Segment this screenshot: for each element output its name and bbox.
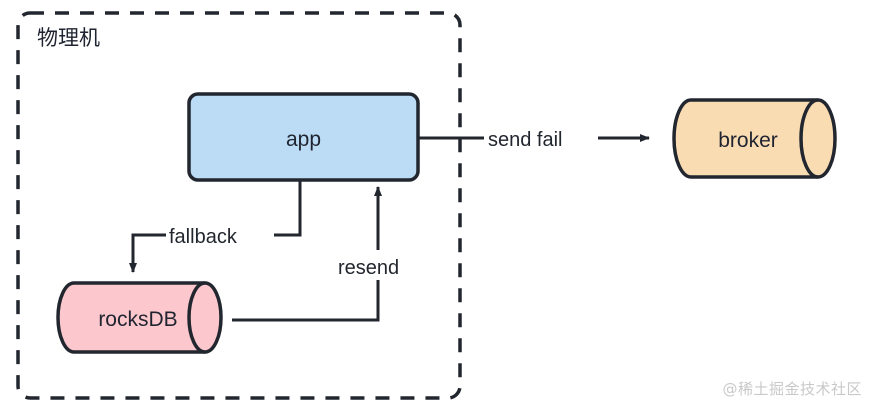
watermark: @稀土掘金技术社区 <box>722 380 862 398</box>
node-app-shape[interactable] <box>187 92 420 182</box>
node-broker-cap <box>799 98 819 179</box>
edge-fallback: fallback <box>129 180 302 273</box>
node-rocksdb[interactable]: rocksDB <box>56 281 223 354</box>
node-rocksdb-cap <box>187 281 206 354</box>
edge-fallback-label: fallback <box>169 226 238 248</box>
boundary-dashed-rect <box>16 11 462 400</box>
edge-send-fail-label-bg <box>484 124 598 152</box>
node-broker[interactable]: broker <box>672 98 837 179</box>
boundary-physical-machine: 物理机 <box>16 11 462 400</box>
node-app-label: app <box>286 128 321 151</box>
edge-resend-label: resend <box>338 257 399 279</box>
edge-resend: resend <box>232 186 428 322</box>
node-broker-label: broker <box>718 129 778 152</box>
edge-resend-label-bg <box>336 250 428 280</box>
boundary-label: 物理机 <box>37 26 100 50</box>
node-app[interactable]: app <box>187 92 420 182</box>
edge-fallback-label-bg <box>166 221 274 249</box>
edge-send-fail-label: send fail <box>488 129 563 151</box>
edge-resend-path <box>232 186 382 322</box>
edge-send-fail: send fail <box>418 124 650 152</box>
node-rocksdb-label: rocksDB <box>98 308 177 331</box>
